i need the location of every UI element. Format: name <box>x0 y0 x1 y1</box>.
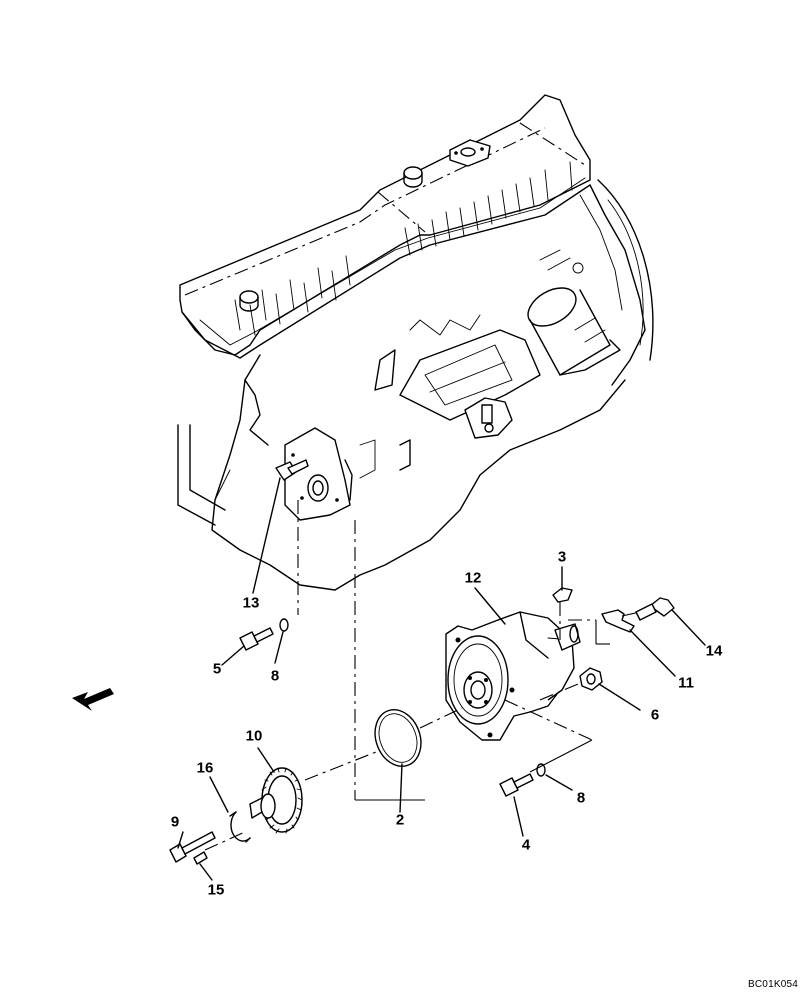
leader-lines <box>177 477 706 881</box>
nut-6 <box>579 667 603 691</box>
pin-15 <box>193 851 208 865</box>
gear-9 <box>249 767 303 834</box>
callout-14: 14 <box>705 642 723 660</box>
callout-9: 10 <box>245 727 263 745</box>
callout-16: 16 <box>196 759 214 777</box>
bolt-5 <box>239 627 274 651</box>
callout-13: 13 <box>242 594 260 612</box>
callout-11: 11 <box>678 674 694 692</box>
water-pump-12 <box>445 611 581 741</box>
snap-ring-16 <box>229 811 251 843</box>
bracket-11 <box>601 609 635 633</box>
washer-8-upper <box>279 618 289 632</box>
bolt-4 <box>499 773 534 797</box>
front-direction-arrow-icon <box>72 688 114 711</box>
callout-12: 12 <box>464 569 482 587</box>
callout-15: 15 <box>207 881 225 899</box>
callout-5: 5 <box>212 660 222 678</box>
callout-6: 6 <box>650 706 660 724</box>
o-ring-2 <box>374 709 422 767</box>
callout-10: 9 <box>170 813 180 831</box>
bolt-14 <box>635 597 675 621</box>
bolt-13 <box>275 459 309 481</box>
drawing-code: BC01K054 <box>748 979 798 990</box>
bolt-10 <box>169 831 216 863</box>
callout-8-upper: 8 <box>270 667 280 685</box>
callout-8-lower: 8 <box>576 789 586 807</box>
assembly-lines <box>204 500 641 851</box>
engine-block <box>177 94 654 591</box>
callout-3: 3 <box>557 548 567 566</box>
callout-4: 4 <box>521 836 531 854</box>
key-3 <box>552 587 573 603</box>
callout-2: 2 <box>395 811 405 829</box>
